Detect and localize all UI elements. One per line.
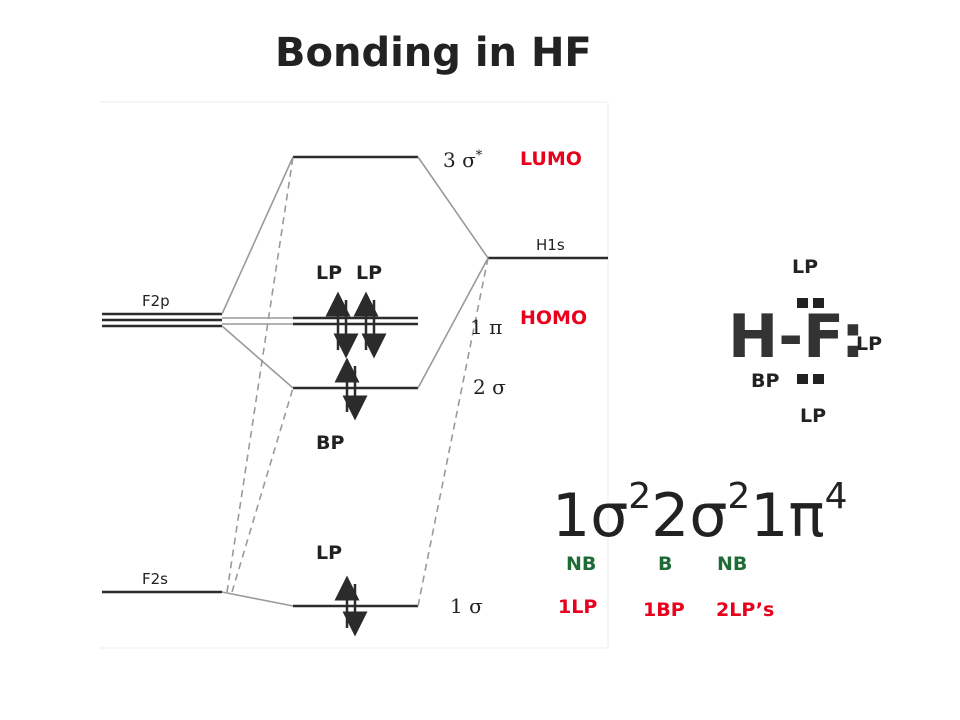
- bonding-pair-label: BP: [316, 432, 345, 454]
- lewis-structure: H-F:: [728, 302, 865, 372]
- page-title: Bonding in HF: [275, 30, 592, 76]
- config-pairs-1bp: 1BP: [643, 599, 685, 621]
- mo-1pi-level: [293, 316, 418, 326]
- config-pairs-2lps: 2LP’s: [716, 599, 775, 621]
- correlation-lines: [221, 156, 489, 607]
- h1s-label: H1s: [536, 236, 565, 254]
- lewis-colon: :: [840, 302, 865, 372]
- config-character-b: B: [658, 553, 673, 575]
- lewis-lp-bottom-label: LP: [800, 405, 827, 427]
- mo-1pi-label: 1 π: [470, 315, 503, 339]
- lewis-lp-right-label: LP: [856, 333, 883, 355]
- electron-configuration: 1σ22σ21π4: [552, 476, 848, 551]
- f2s-label: F2s: [142, 570, 168, 588]
- lewis-lp-top-label: LP: [792, 256, 819, 278]
- lone-pair-label: LP: [316, 262, 343, 284]
- mo-1sigma-label: 1 σ: [450, 594, 483, 618]
- lone-pair-dot: [813, 374, 824, 384]
- lone-pair-dot: [813, 298, 824, 308]
- f2p-level: [102, 312, 222, 328]
- lone-pair-label: LP: [356, 262, 383, 284]
- mo-2sigma-label: 2 σ: [473, 375, 506, 399]
- dashed-correlation-lines: [226, 156, 489, 607]
- electron-arrows: [325, 291, 387, 637]
- lone-pair-dot: [797, 298, 808, 308]
- lumo-label: LUMO: [520, 148, 582, 170]
- lewis-bp-label: BP: [751, 370, 780, 392]
- config-pairs-1lp: 1LP: [558, 596, 598, 618]
- lone-pair-dot: [797, 374, 808, 384]
- homo-label: HOMO: [520, 307, 588, 329]
- lewis-formula: H-F: [728, 302, 841, 372]
- config-character-nb: NB: [566, 553, 597, 575]
- f2p-label: F2p: [142, 292, 170, 310]
- mo-3sigma-star-label: 3 σ*: [443, 148, 483, 172]
- lone-pair-2s-label: LP: [316, 542, 343, 564]
- config-character-nb: NB: [717, 553, 748, 575]
